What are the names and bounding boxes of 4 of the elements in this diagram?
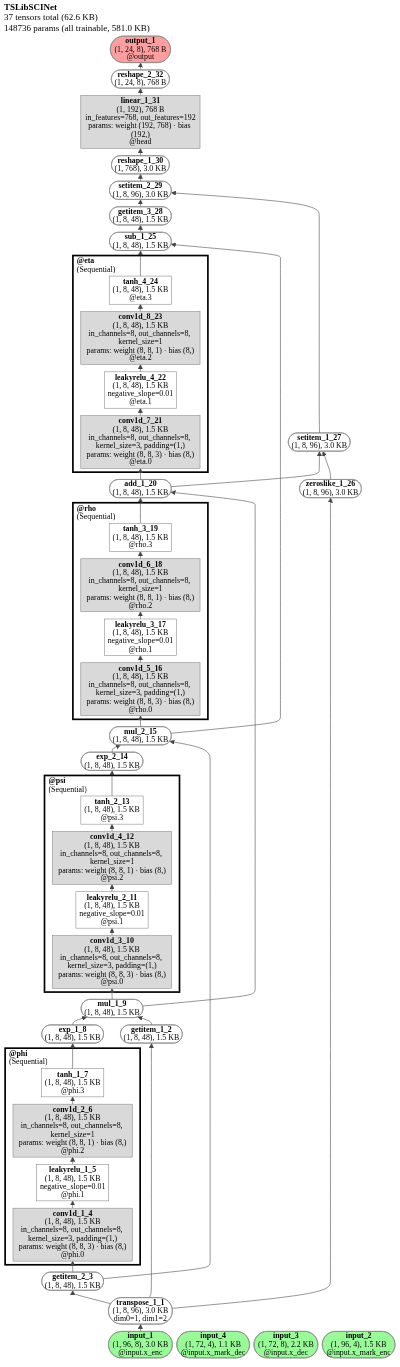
diagram-title: TSLibSCINet (4, 2, 57, 13)
summary-note: 148736 params (all trainable, 581.0 KB) (4, 22, 150, 34)
summary-note: 37 tensors total (62.6 KB) (4, 12, 98, 23)
arrow (137, 174, 143, 182)
